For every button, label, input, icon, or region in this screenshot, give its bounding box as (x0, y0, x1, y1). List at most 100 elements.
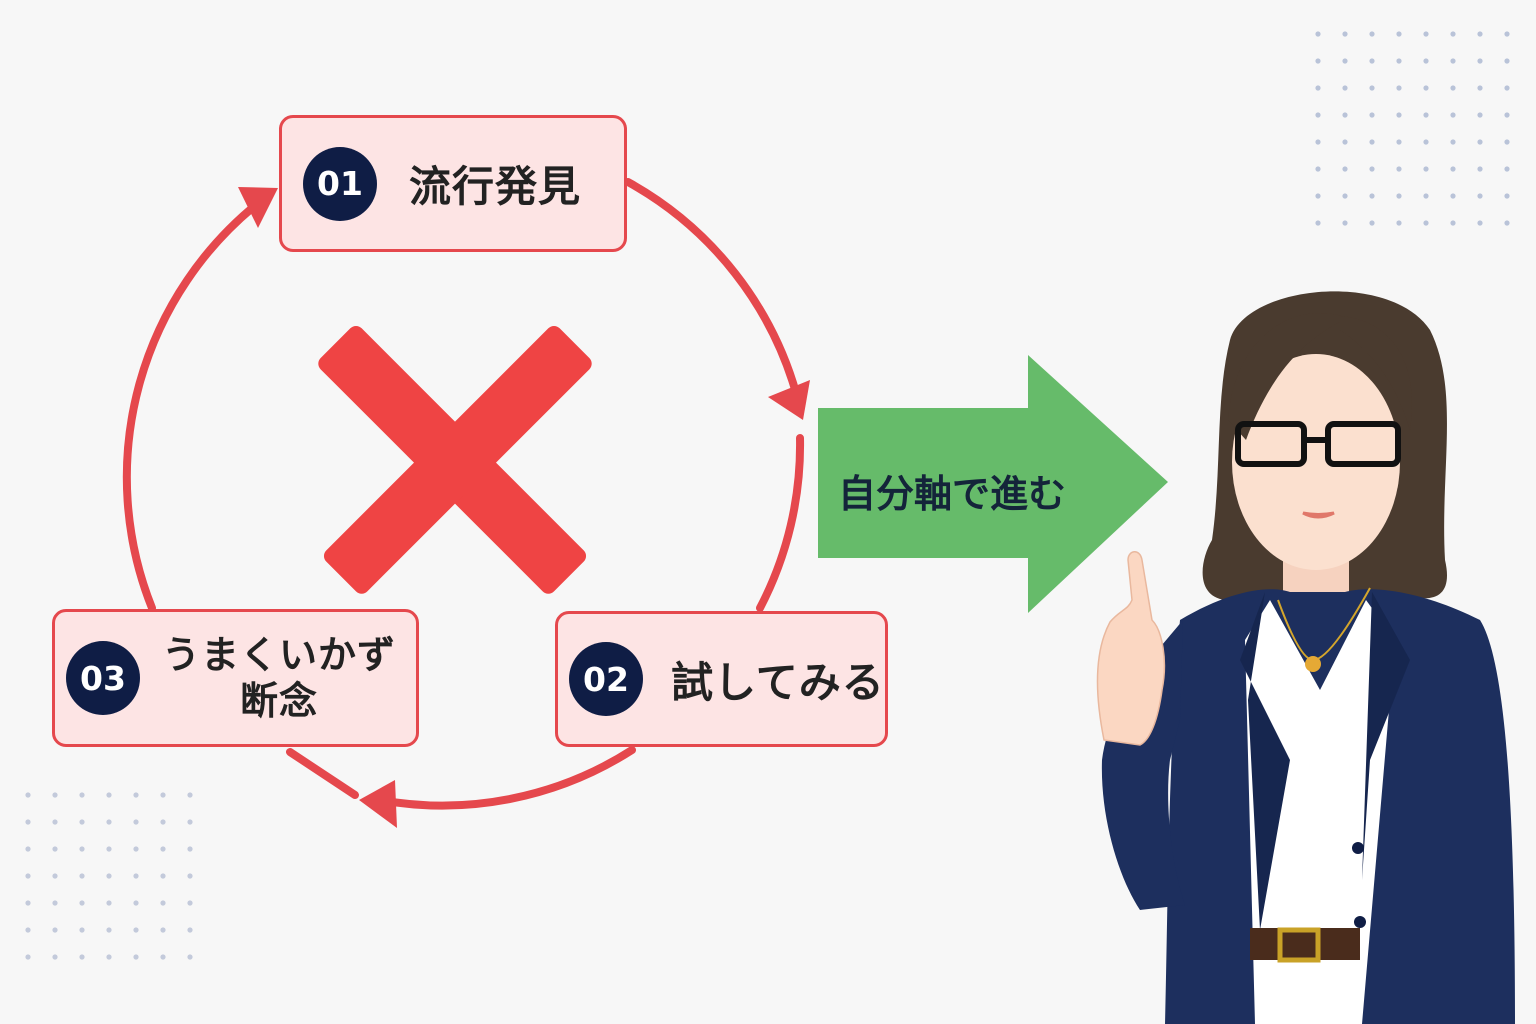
decorative-dot (1342, 85, 1348, 91)
cycle-arrows (122, 178, 805, 810)
decorative-dot (1450, 85, 1456, 91)
decorative-dot (160, 900, 166, 906)
decorative-dot (1504, 220, 1510, 226)
decorative-dot (79, 792, 85, 798)
decorative-dot (1315, 31, 1321, 37)
decorative-dot (1396, 193, 1402, 199)
cycle-arc-left (122, 196, 266, 612)
decorative-dot (1315, 139, 1321, 145)
decorative-dot (1477, 31, 1483, 37)
decorative-dot (1504, 58, 1510, 64)
decorative-dot (52, 954, 58, 960)
decorative-dot (160, 954, 166, 960)
step-label-line2: 断念 (239, 679, 318, 723)
decorative-dot (1315, 112, 1321, 118)
decorative-dot (1423, 193, 1429, 199)
decorative-dot (79, 846, 85, 852)
decorative-dot (25, 846, 31, 852)
decorative-dot (187, 873, 193, 879)
decorative-dot (1450, 58, 1456, 64)
decorative-dot (1504, 139, 1510, 145)
decorative-dot (79, 873, 85, 879)
decorative-dot (1369, 112, 1375, 118)
decorative-dot (1369, 193, 1375, 199)
decorative-dot (1423, 112, 1429, 118)
decorative-dot (25, 954, 31, 960)
woman-pointing-illustration (1096, 291, 1515, 1024)
decorative-dot (187, 792, 193, 798)
decorative-dot (1477, 112, 1483, 118)
step-label: うまくいかず 断念 (156, 632, 402, 724)
cycle-arc-bottom-left (286, 748, 359, 799)
decorative-dot (1504, 31, 1510, 37)
decorative-dot (52, 927, 58, 933)
decorative-dot (1423, 85, 1429, 91)
decorative-dot (187, 927, 193, 933)
step-label: 試してみる (671, 657, 885, 707)
decorative-dot (106, 819, 112, 825)
decorative-dot (1396, 220, 1402, 226)
decorative-dot (1423, 31, 1429, 37)
decorative-dot (25, 873, 31, 879)
decorative-dot (1315, 166, 1321, 172)
decorative-dot (106, 927, 112, 933)
decorative-dot (160, 873, 166, 879)
decorative-dot (1477, 220, 1483, 226)
decorative-dot (79, 900, 85, 906)
decorative-dot (1369, 31, 1375, 37)
decorative-dot (1396, 166, 1402, 172)
decorative-dot (1477, 85, 1483, 91)
decorative-dot (1342, 220, 1348, 226)
decorative-dot (133, 900, 139, 906)
step-label: 流行発見 (409, 162, 582, 211)
decorative-dot (1423, 220, 1429, 226)
step-label-line1: うまくいかず (161, 633, 396, 677)
decorative-dot (52, 900, 58, 906)
decorative-dot (1342, 139, 1348, 145)
step-number-badge: 01 (303, 146, 377, 221)
decorative-dot (106, 954, 112, 960)
decorative-dot (106, 873, 112, 879)
cycle-arc-top-right (624, 178, 802, 404)
cycle-step-03: 03 うまくいかず 断念 (52, 609, 419, 747)
decorative-dot (1396, 85, 1402, 91)
cycle-arc-right (756, 434, 805, 612)
decorative-dot (160, 819, 166, 825)
decorative-dot (1342, 166, 1348, 172)
decorative-dot (1315, 85, 1321, 91)
decorative-dot (1315, 193, 1321, 199)
decorative-dot (25, 819, 31, 825)
dot-pattern-bottom-left (25, 792, 193, 960)
arrowhead-to-step3 (359, 780, 397, 828)
decorative-dot (1342, 58, 1348, 64)
decorative-dot (1369, 58, 1375, 64)
dot-pattern-top-right (1315, 31, 1510, 226)
decorative-dot (1477, 193, 1483, 199)
decorative-dot (133, 873, 139, 879)
step-number-badge: 03 (66, 641, 140, 715)
decorative-dot (52, 846, 58, 852)
decorative-dot (1342, 31, 1348, 37)
decorative-dot (1315, 220, 1321, 226)
decorative-dot (1450, 31, 1456, 37)
decorative-dot (1504, 85, 1510, 91)
decorative-dot (1450, 166, 1456, 172)
decorative-dot (187, 900, 193, 906)
decorative-dot (1450, 139, 1456, 145)
cycle-step-02: 02 試してみる (555, 611, 888, 747)
decorative-dot (1450, 112, 1456, 118)
decorative-dot (1477, 58, 1483, 64)
decorative-dot (106, 792, 112, 798)
decorative-dot (1396, 58, 1402, 64)
decorative-dot (1396, 112, 1402, 118)
decorative-dot (79, 954, 85, 960)
decorative-dot (1450, 220, 1456, 226)
cycle-arc-bottom (376, 746, 636, 810)
arrowhead-to-step1 (238, 187, 278, 228)
decorative-dot (1369, 166, 1375, 172)
decorative-dot (1504, 112, 1510, 118)
decorative-dot (133, 927, 139, 933)
decorative-dot (25, 792, 31, 798)
decorative-dot (1423, 139, 1429, 145)
